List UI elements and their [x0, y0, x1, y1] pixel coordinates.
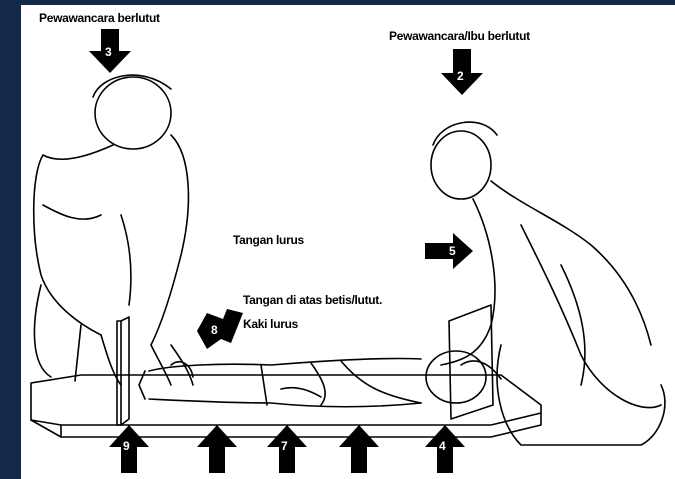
arrow-up-icon — [339, 425, 379, 473]
arrow-9-number: 9 — [123, 439, 130, 453]
arrow-5-right-icon: 5 — [425, 233, 473, 269]
arrow-8-left-icon: 8 — [197, 309, 243, 349]
arrow-4-number: 4 — [439, 439, 446, 453]
interviewer-kneel-label: Pewawancara berlutut — [39, 11, 160, 25]
straight-arms-label: Tangan lurus — [233, 233, 304, 247]
arrow-2-down-icon: 2 — [441, 49, 483, 95]
kneeling-mother-icon — [431, 122, 665, 445]
mother-kneel-label: Pewawancara/Ibu berlutut — [389, 29, 530, 43]
arrow-8-number: 8 — [211, 323, 218, 337]
arrow-3-number: 3 — [105, 45, 112, 59]
arrow-2-number: 2 — [457, 69, 464, 83]
arrow-5-number: 5 — [449, 244, 456, 258]
arrow-3-down-icon: 3 — [89, 29, 131, 73]
illustration-panel: Pewawancara berlutut Pewawancara/Ibu ber… — [21, 5, 675, 479]
arrow-9-up-icon: 9 — [109, 425, 149, 473]
arrow-7-up-icon: 7 — [267, 425, 307, 473]
hands-on-label: Tangan di atas betis/lutut. — [243, 293, 382, 307]
straight-legs-label: Kaki lurus — [243, 317, 298, 331]
arrow-4-up-icon: 4 — [425, 425, 465, 473]
measuring-scene — [21, 5, 675, 479]
kneeling-interviewer-icon — [34, 75, 193, 385]
arrow-up-icon — [197, 425, 237, 473]
arrow-7-number: 7 — [281, 439, 288, 453]
